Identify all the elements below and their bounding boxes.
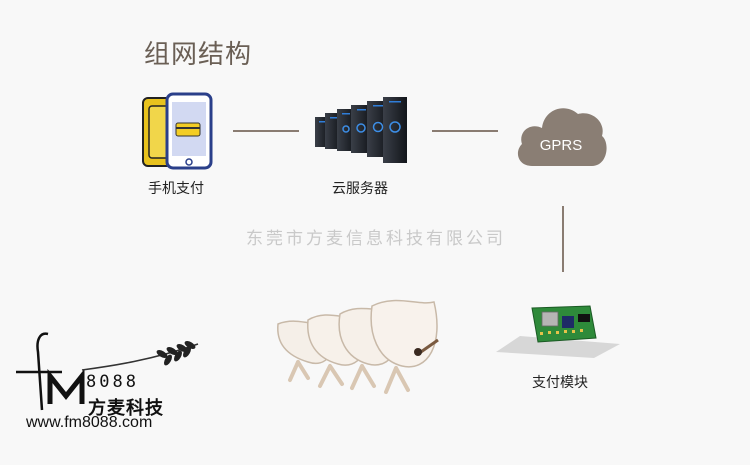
gprs-cloud-icon: GPRS xyxy=(517,108,607,166)
payment-module-label: 支付模块 xyxy=(532,375,588,391)
payment-module-icon xyxy=(496,305,620,358)
fm-logo-image xyxy=(16,332,199,411)
gprs-label: GPRS xyxy=(540,137,583,154)
connector-line-server-gprs xyxy=(432,130,498,132)
cloud-server-label: 云服务器 xyxy=(332,181,388,197)
fm-logo-number: 8088 xyxy=(86,372,139,392)
massager-product-image xyxy=(277,299,439,394)
server-rack-icon xyxy=(315,97,407,163)
connector-line-gprs-module xyxy=(562,206,564,272)
diagram-title: 组网结构 xyxy=(144,40,253,70)
mobile-pay-label: 手机支付 xyxy=(148,181,204,197)
fm-logo-company: 方麦科技 xyxy=(88,398,164,419)
fm-website-text: www.fm8088.com xyxy=(26,414,153,431)
connector-line-mobile-server xyxy=(233,130,299,132)
company-watermark: 东莞市方麦信息科技有限公司 xyxy=(246,229,506,249)
mobile-payment-icon xyxy=(142,92,213,170)
